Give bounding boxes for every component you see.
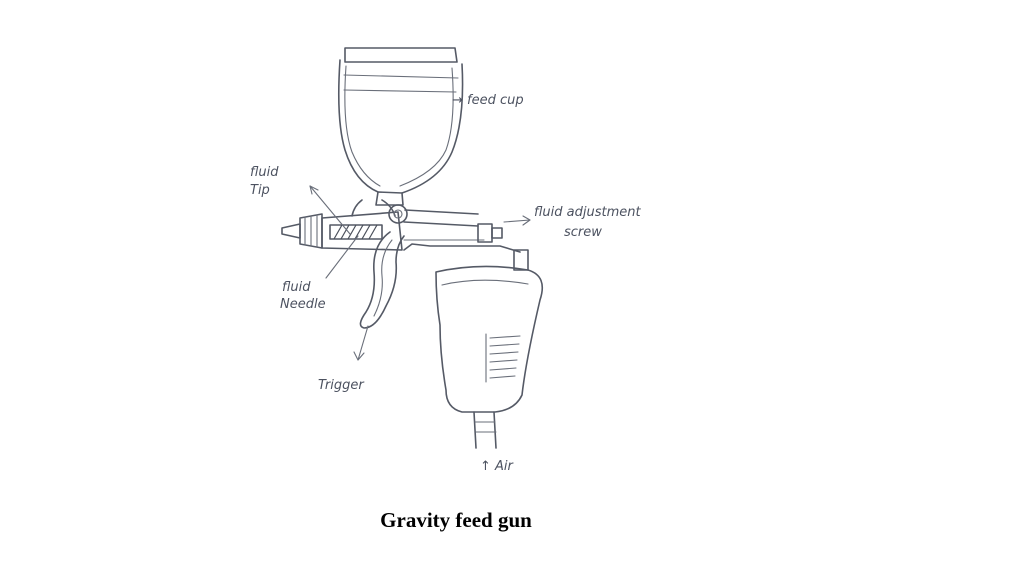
diagram-caption: Gravity feed gun — [380, 508, 532, 532]
gun-handle — [403, 243, 544, 449]
fluid-tip — [281, 213, 323, 249]
trigger — [359, 231, 405, 329]
fluid-needle-label-line1: fluid — [282, 280, 311, 295]
gun-barrel — [321, 204, 503, 251]
feed-cup — [337, 47, 464, 206]
fluid-tip-label-line2: Tip — [250, 183, 270, 198]
feed-cup-label: → feed cup — [452, 93, 524, 108]
air-label: ↑ Air — [480, 459, 515, 474]
fluid-adjustment-label-line2: screw — [564, 225, 602, 240]
fluid-adjustment-label-line1: fluid adjustment — [534, 205, 641, 220]
fluid-tip-label-line1: fluid — [250, 165, 279, 180]
trigger-label: Trigger — [318, 378, 365, 393]
grip-ridges — [489, 335, 521, 379]
fluid-needle-label-line2: Needle — [280, 297, 326, 312]
label-pointers — [309, 185, 531, 361]
